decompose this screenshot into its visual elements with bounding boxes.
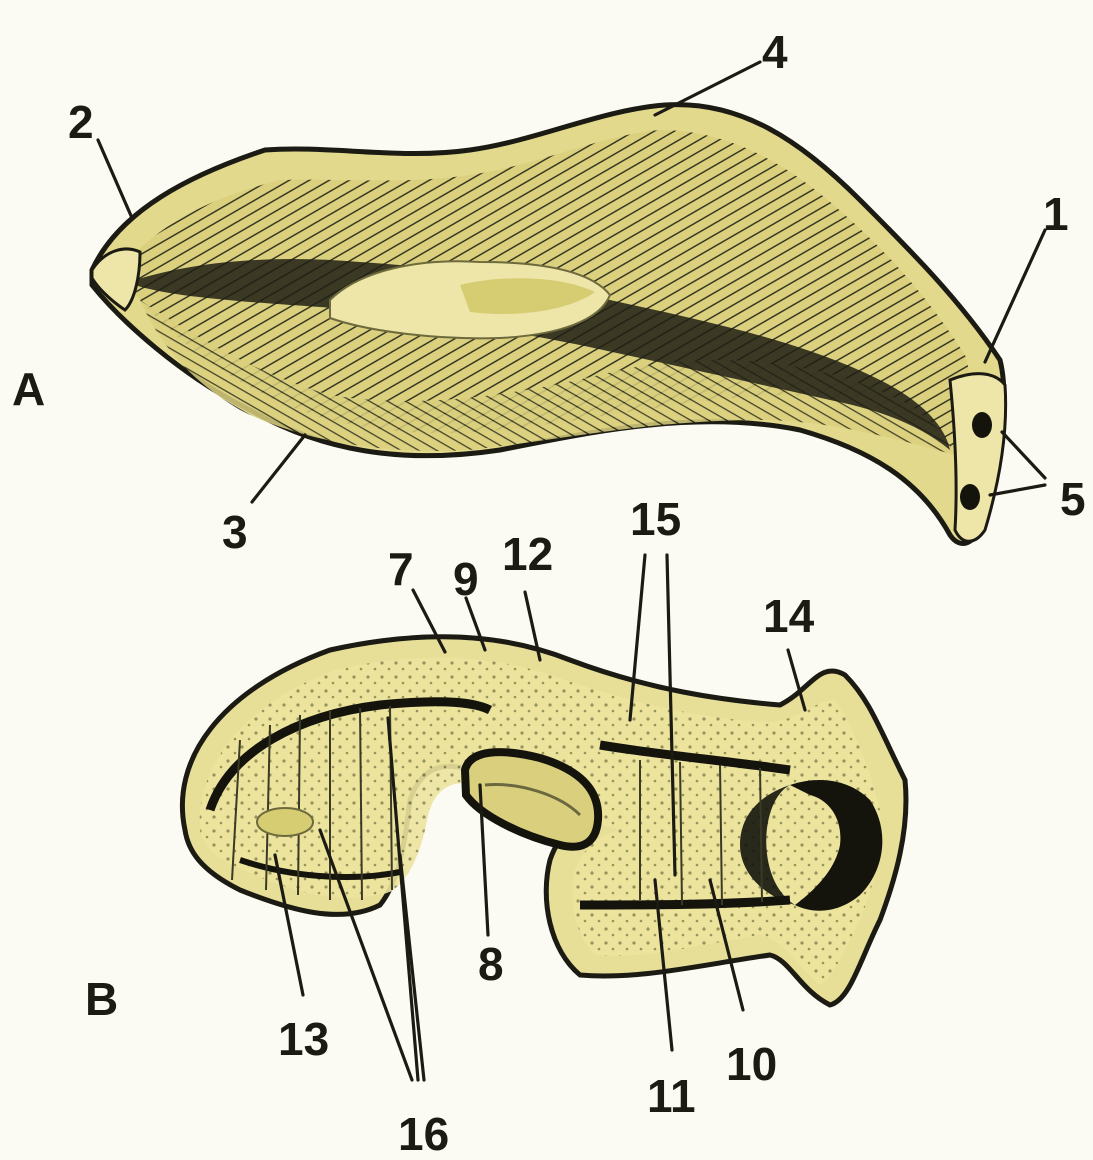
callout-4: 4 — [762, 26, 788, 78]
callout-13: 13 — [278, 1013, 329, 1065]
eyespot-upper — [972, 412, 992, 438]
callout-1: 1 — [1043, 188, 1069, 240]
panel-b-flatworm-internal — [182, 637, 906, 1005]
tail-lobe-a — [950, 374, 1006, 542]
panel-a-flatworm-body — [92, 105, 1006, 544]
callout-10: 10 — [726, 1038, 777, 1090]
gut-trunk-right-lower — [580, 900, 790, 905]
ovary-b — [257, 808, 313, 836]
eyespot-lower — [960, 484, 980, 510]
callout-7: 7 — [388, 543, 414, 595]
callout-15: 15 — [630, 493, 681, 545]
panel-letter-b: B — [85, 973, 118, 1025]
panel-letter-a: A — [12, 363, 45, 415]
callout-8: 8 — [478, 938, 504, 990]
callout-5: 5 — [1060, 473, 1086, 525]
callout-11: 11 — [647, 1070, 696, 1122]
callout-2: 2 — [68, 96, 94, 148]
callout-9: 9 — [453, 553, 479, 605]
callout-16: 16 — [398, 1108, 449, 1160]
callout-3: 3 — [222, 506, 248, 558]
callout-14: 14 — [763, 590, 815, 642]
callout-12: 12 — [502, 528, 553, 580]
